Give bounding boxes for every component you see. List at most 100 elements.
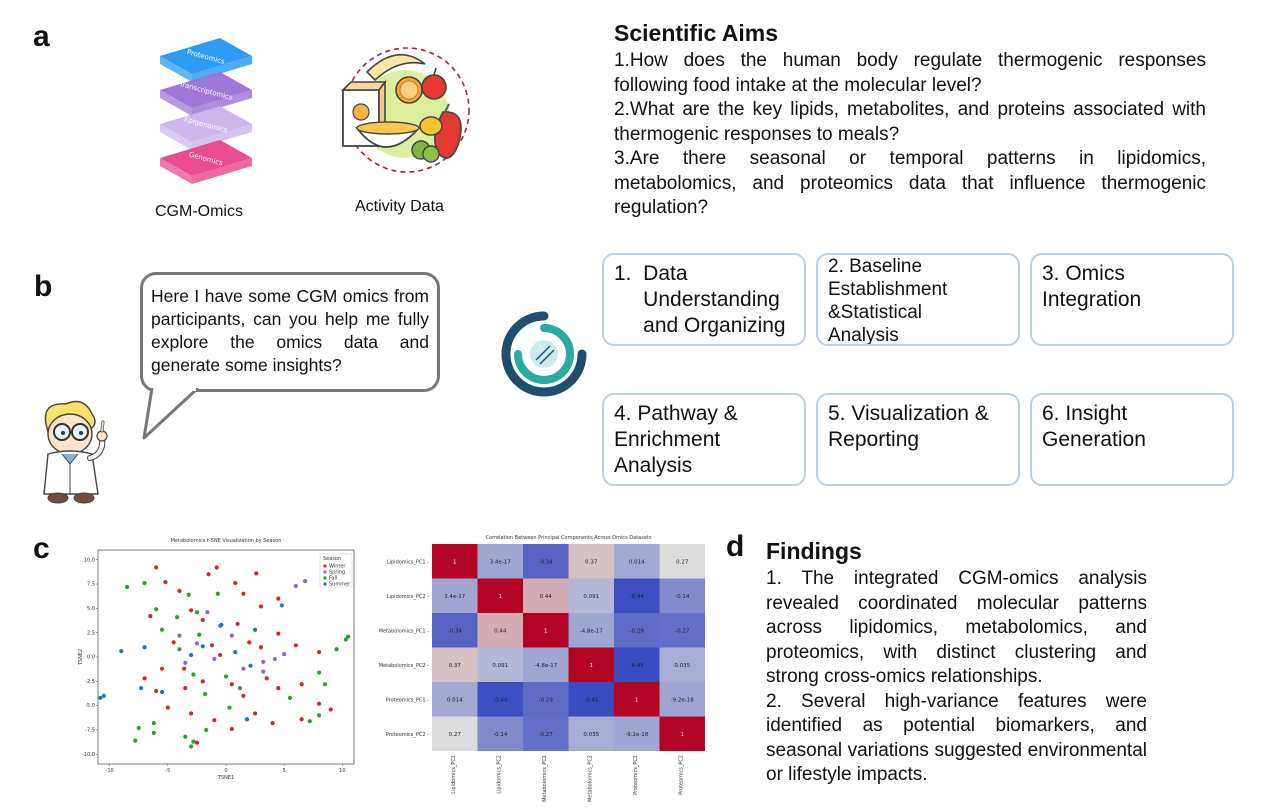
- tsne-point-fall: [237, 686, 243, 691]
- tsne-point-fall: [215, 591, 220, 596]
- heatmap-col-label: Metabolomics_PC2: [587, 755, 593, 802]
- tsne-point-winter: [241, 693, 246, 699]
- heatmap-cell: [432, 578, 478, 613]
- heatmap-cell-label: -0.44: [493, 697, 508, 703]
- heatmap-cell: [477, 544, 523, 579]
- tsne-point-summer: [119, 649, 124, 654]
- heatmap-col-label: Proteomics_PC2: [678, 755, 684, 795]
- tsne-point-summer: [98, 695, 103, 700]
- tsne-point-winter: [293, 643, 298, 648]
- heatmap-cell-label: -0.45: [630, 663, 645, 669]
- tsne-point-summer: [200, 644, 205, 649]
- panel-letter-a: a: [33, 20, 50, 53]
- heatmap-cell-label: -0.44: [630, 594, 645, 600]
- tsne-point-fall: [188, 744, 194, 749]
- heatmap-cell: [523, 647, 569, 682]
- agent-logo-icon: [498, 308, 590, 400]
- aims-item-1: 1.How does the human body regulate therm…: [614, 50, 1206, 96]
- tsne-chart-title: Metabolomics t-SNE Visualization by Seas…: [171, 538, 282, 544]
- tsne-point-spring: [303, 579, 308, 584]
- tsne-x-tick-label: -10: [106, 768, 114, 774]
- heatmap-title: Correlation Between Principal Components…: [486, 535, 652, 541]
- heatmap-cell-label: 0.37: [585, 559, 598, 565]
- tsne-point-winter: [188, 711, 194, 716]
- tsne-point-winter: [247, 640, 252, 645]
- heatmap-cell-label: 0.27: [449, 732, 462, 738]
- heatmap-cell: [568, 716, 614, 751]
- heatmap-cell-label: 0.035: [583, 732, 599, 738]
- tsne-point-fall: [287, 695, 293, 700]
- layer-side-right: [192, 56, 252, 82]
- heatmap-cell: [432, 544, 478, 579]
- heatmap-col-label: Lipidomics_PC1: [451, 755, 457, 794]
- tsne-point-fall: [183, 734, 188, 739]
- tsne-point-summer: [244, 717, 250, 722]
- heatmap-cell: [614, 716, 660, 751]
- tsne-point-winter: [229, 726, 234, 732]
- tsne-y-tick-label: -2.5: [85, 679, 95, 685]
- tsne-point-winter: [154, 688, 159, 694]
- heatmap-col-label: Metabolomics_PC1: [542, 755, 548, 802]
- tsne-x-axis-label: TSNE1: [217, 775, 234, 781]
- heatmap-cell: [477, 682, 523, 717]
- tsne-point-fall: [186, 592, 191, 597]
- heatmap-cell-label: -0.34: [539, 559, 554, 565]
- tsne-point-fall: [322, 682, 328, 687]
- findings-item-2: 2. Several high-variance features were i…: [766, 690, 1147, 786]
- tsne-point-winter: [159, 666, 165, 671]
- tsne-point-winter: [194, 740, 200, 745]
- tsne-y-tick-label: -5.0: [85, 703, 95, 709]
- tsne-point-winter: [235, 621, 240, 627]
- tsne-point-winter: [258, 645, 264, 650]
- heatmap-cell: [659, 716, 705, 751]
- panel-letter-d: d: [726, 530, 745, 563]
- tsne-point-spring: [261, 659, 266, 664]
- step-4-label: 4. Pathway & Enrichment Analysis: [614, 402, 738, 477]
- tsne-point-spring: [205, 610, 210, 615]
- step-4-box: 4. Pathway & Enrichment Analysis: [602, 393, 806, 486]
- heatmap-cell: [659, 544, 705, 579]
- omics-layer-1: Transcriptomics: [160, 72, 252, 116]
- tsne-point-fall: [133, 738, 138, 743]
- tsne-legend-marker: [323, 576, 327, 580]
- tsne-point-fall: [202, 691, 208, 697]
- tsne-legend-entry: Winter: [329, 564, 346, 570]
- tsne-y-axis-label: TSNE2: [78, 649, 84, 666]
- panel-letter-c: c: [33, 532, 50, 565]
- panel-letter-b: b: [34, 270, 53, 303]
- heatmap-col-label: Proteomics_PC1: [633, 755, 639, 795]
- tsne-x-tick-label: 10: [339, 768, 345, 774]
- heatmap-cell: [477, 647, 523, 682]
- heatmap-row-label: Proteomics_PC1 -: [386, 697, 429, 703]
- omics-layer-3: Genomics: [160, 140, 252, 184]
- heatmap-cell: [568, 613, 614, 648]
- tsne-point-summer: [142, 645, 147, 650]
- tsne-y-tick-label: 0.0: [87, 655, 95, 661]
- layer-side-right: [192, 90, 252, 116]
- step-3-box: 3. Omics Integration: [1030, 253, 1234, 346]
- heatmap-cell: [477, 716, 523, 751]
- tsne-point-spring: [282, 651, 287, 657]
- heatmap-cell-label: 0.014: [447, 697, 463, 703]
- tsne-y-tick-label: 7.5: [87, 582, 95, 588]
- tsne-point-winter: [188, 608, 194, 613]
- tsne-plot-frame: [97, 549, 355, 765]
- tsne-point-winter: [299, 682, 304, 687]
- tsne-point-fall: [197, 632, 202, 637]
- heatmap-cell-label: 1: [590, 663, 594, 669]
- tsne-y-tick-label: 10.0: [84, 557, 95, 563]
- tsne-point-fall: [316, 670, 322, 675]
- tsne-point-winter: [154, 565, 159, 570]
- heatmap-cell-label: 0.091: [583, 594, 599, 600]
- heatmap-cell-label: -0.34: [448, 628, 463, 634]
- heatmap-cell-label: -0.45: [584, 697, 599, 703]
- speech-text: Here I have some CGM omics from particip…: [151, 286, 429, 375]
- tsne-point-winter: [183, 686, 188, 691]
- step-6-box: 6. Insight Generation: [1030, 393, 1234, 486]
- step-2-label: 2. Baseline Establishment &Statistical A…: [828, 256, 948, 346]
- heatmap-cell-label: 0.091: [492, 663, 508, 669]
- layer-top: [160, 106, 252, 142]
- tsne-point-fall: [151, 721, 156, 726]
- tsne-point-fall: [177, 647, 182, 652]
- tsne-x-tick-label: 0: [224, 768, 227, 774]
